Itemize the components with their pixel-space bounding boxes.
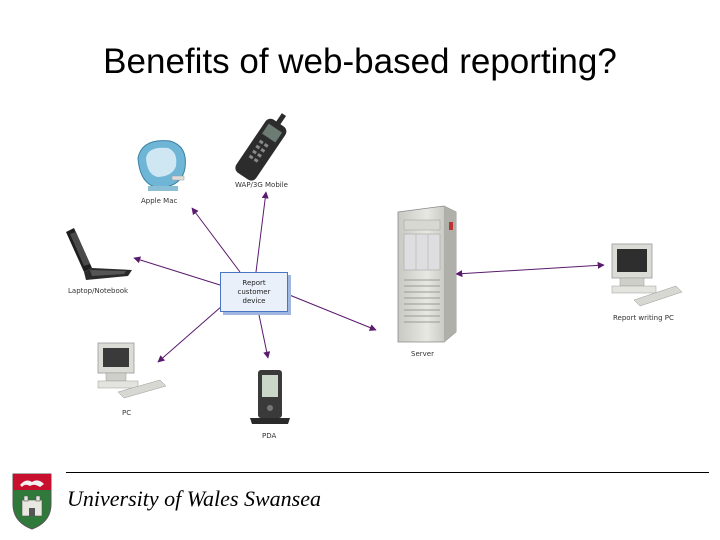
university-crest-icon <box>12 473 52 530</box>
pda-icon <box>250 370 290 424</box>
arrow-to-pc <box>157 305 223 363</box>
arrow-to-apple-mac <box>191 207 241 273</box>
apple-mac-icon <box>137 140 186 191</box>
server-label: Server <box>411 350 434 358</box>
institution-name: University of Wales Swansea <box>67 486 321 511</box>
arrow-to-server <box>286 293 377 331</box>
mobile-label: WAP/3G Mobile <box>235 181 288 189</box>
mobile-phone-icon <box>235 113 287 181</box>
report-customer-device-box: Report customer device <box>220 272 288 312</box>
apple-mac-label: Apple Mac <box>141 197 178 205</box>
server-icon <box>397 205 457 343</box>
pda-label: PDA <box>262 432 277 440</box>
arrow-to-pda <box>257 309 271 359</box>
footer-divider <box>66 472 709 473</box>
arrow-server-to-report-pc <box>455 261 605 278</box>
pc-icon <box>97 342 167 399</box>
slide-title: Benefits of web-based reporting? <box>103 42 617 81</box>
pc-label: PC <box>122 409 132 417</box>
laptop-icon <box>66 228 132 280</box>
arrow-to-laptop <box>133 256 221 286</box>
arrow-to-mobile <box>255 191 269 273</box>
laptop-label: Laptop/Notebook <box>68 287 129 295</box>
report-pc-label: Report writing PC <box>613 314 674 322</box>
connection-arrows <box>133 191 605 363</box>
report-pc-icon <box>611 243 683 307</box>
